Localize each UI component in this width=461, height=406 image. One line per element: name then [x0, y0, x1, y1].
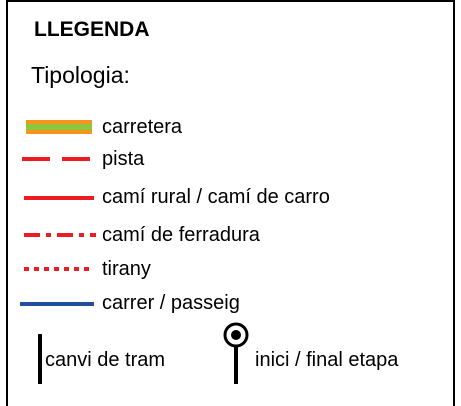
legend-border-top [6, 0, 455, 2]
legend-item-road-label: carretera [102, 116, 183, 138]
road-swatch [26, 120, 92, 134]
rural-path-swatch [24, 196, 94, 200]
segment-change-marker-icon [38, 334, 42, 384]
legend-border-right [453, 0, 455, 406]
legend-subtitle: Tipologia: [31, 62, 130, 88]
street-swatch [20, 302, 94, 306]
footpath-swatch [24, 267, 94, 271]
stage-start-end-label: inici / final etapa [255, 349, 399, 371]
legend-item-street-label: carrer / passeig [102, 292, 240, 314]
legend-title: LLEGENDA [34, 18, 150, 41]
legend-item-bridle-path-label: camí de ferradura [102, 224, 260, 246]
legend-item-footpath-label: tirany [102, 258, 151, 280]
legend-item-track-label: pista [102, 148, 145, 170]
bridle-path-swatch [24, 233, 96, 237]
legend-border-left [6, 0, 8, 406]
legend-item-rural-path-label: camí rural / camí de carro [102, 186, 330, 208]
stage-start-end-pin-icon [223, 322, 249, 384]
track-swatch [22, 157, 94, 161]
segment-change-label: canvi de tram [45, 349, 166, 371]
